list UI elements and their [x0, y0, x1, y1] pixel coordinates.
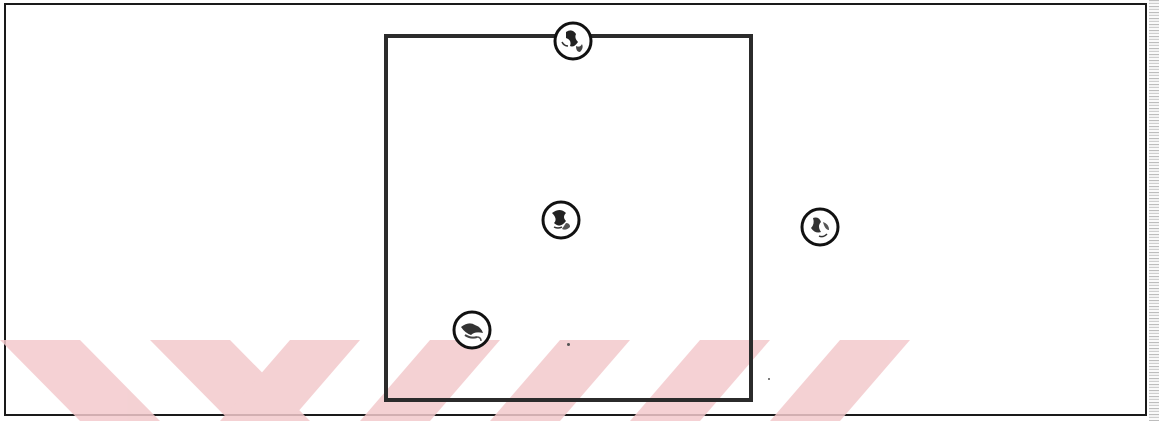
globe-icon-top-edge — [552, 20, 594, 62]
globe-icon-outside-right — [799, 206, 841, 248]
speck — [567, 343, 570, 346]
globe-icon-bottom-left — [451, 309, 493, 351]
globe-icon-center — [540, 199, 582, 241]
scan-edge-noise — [1149, 0, 1159, 421]
speck — [768, 378, 770, 380]
